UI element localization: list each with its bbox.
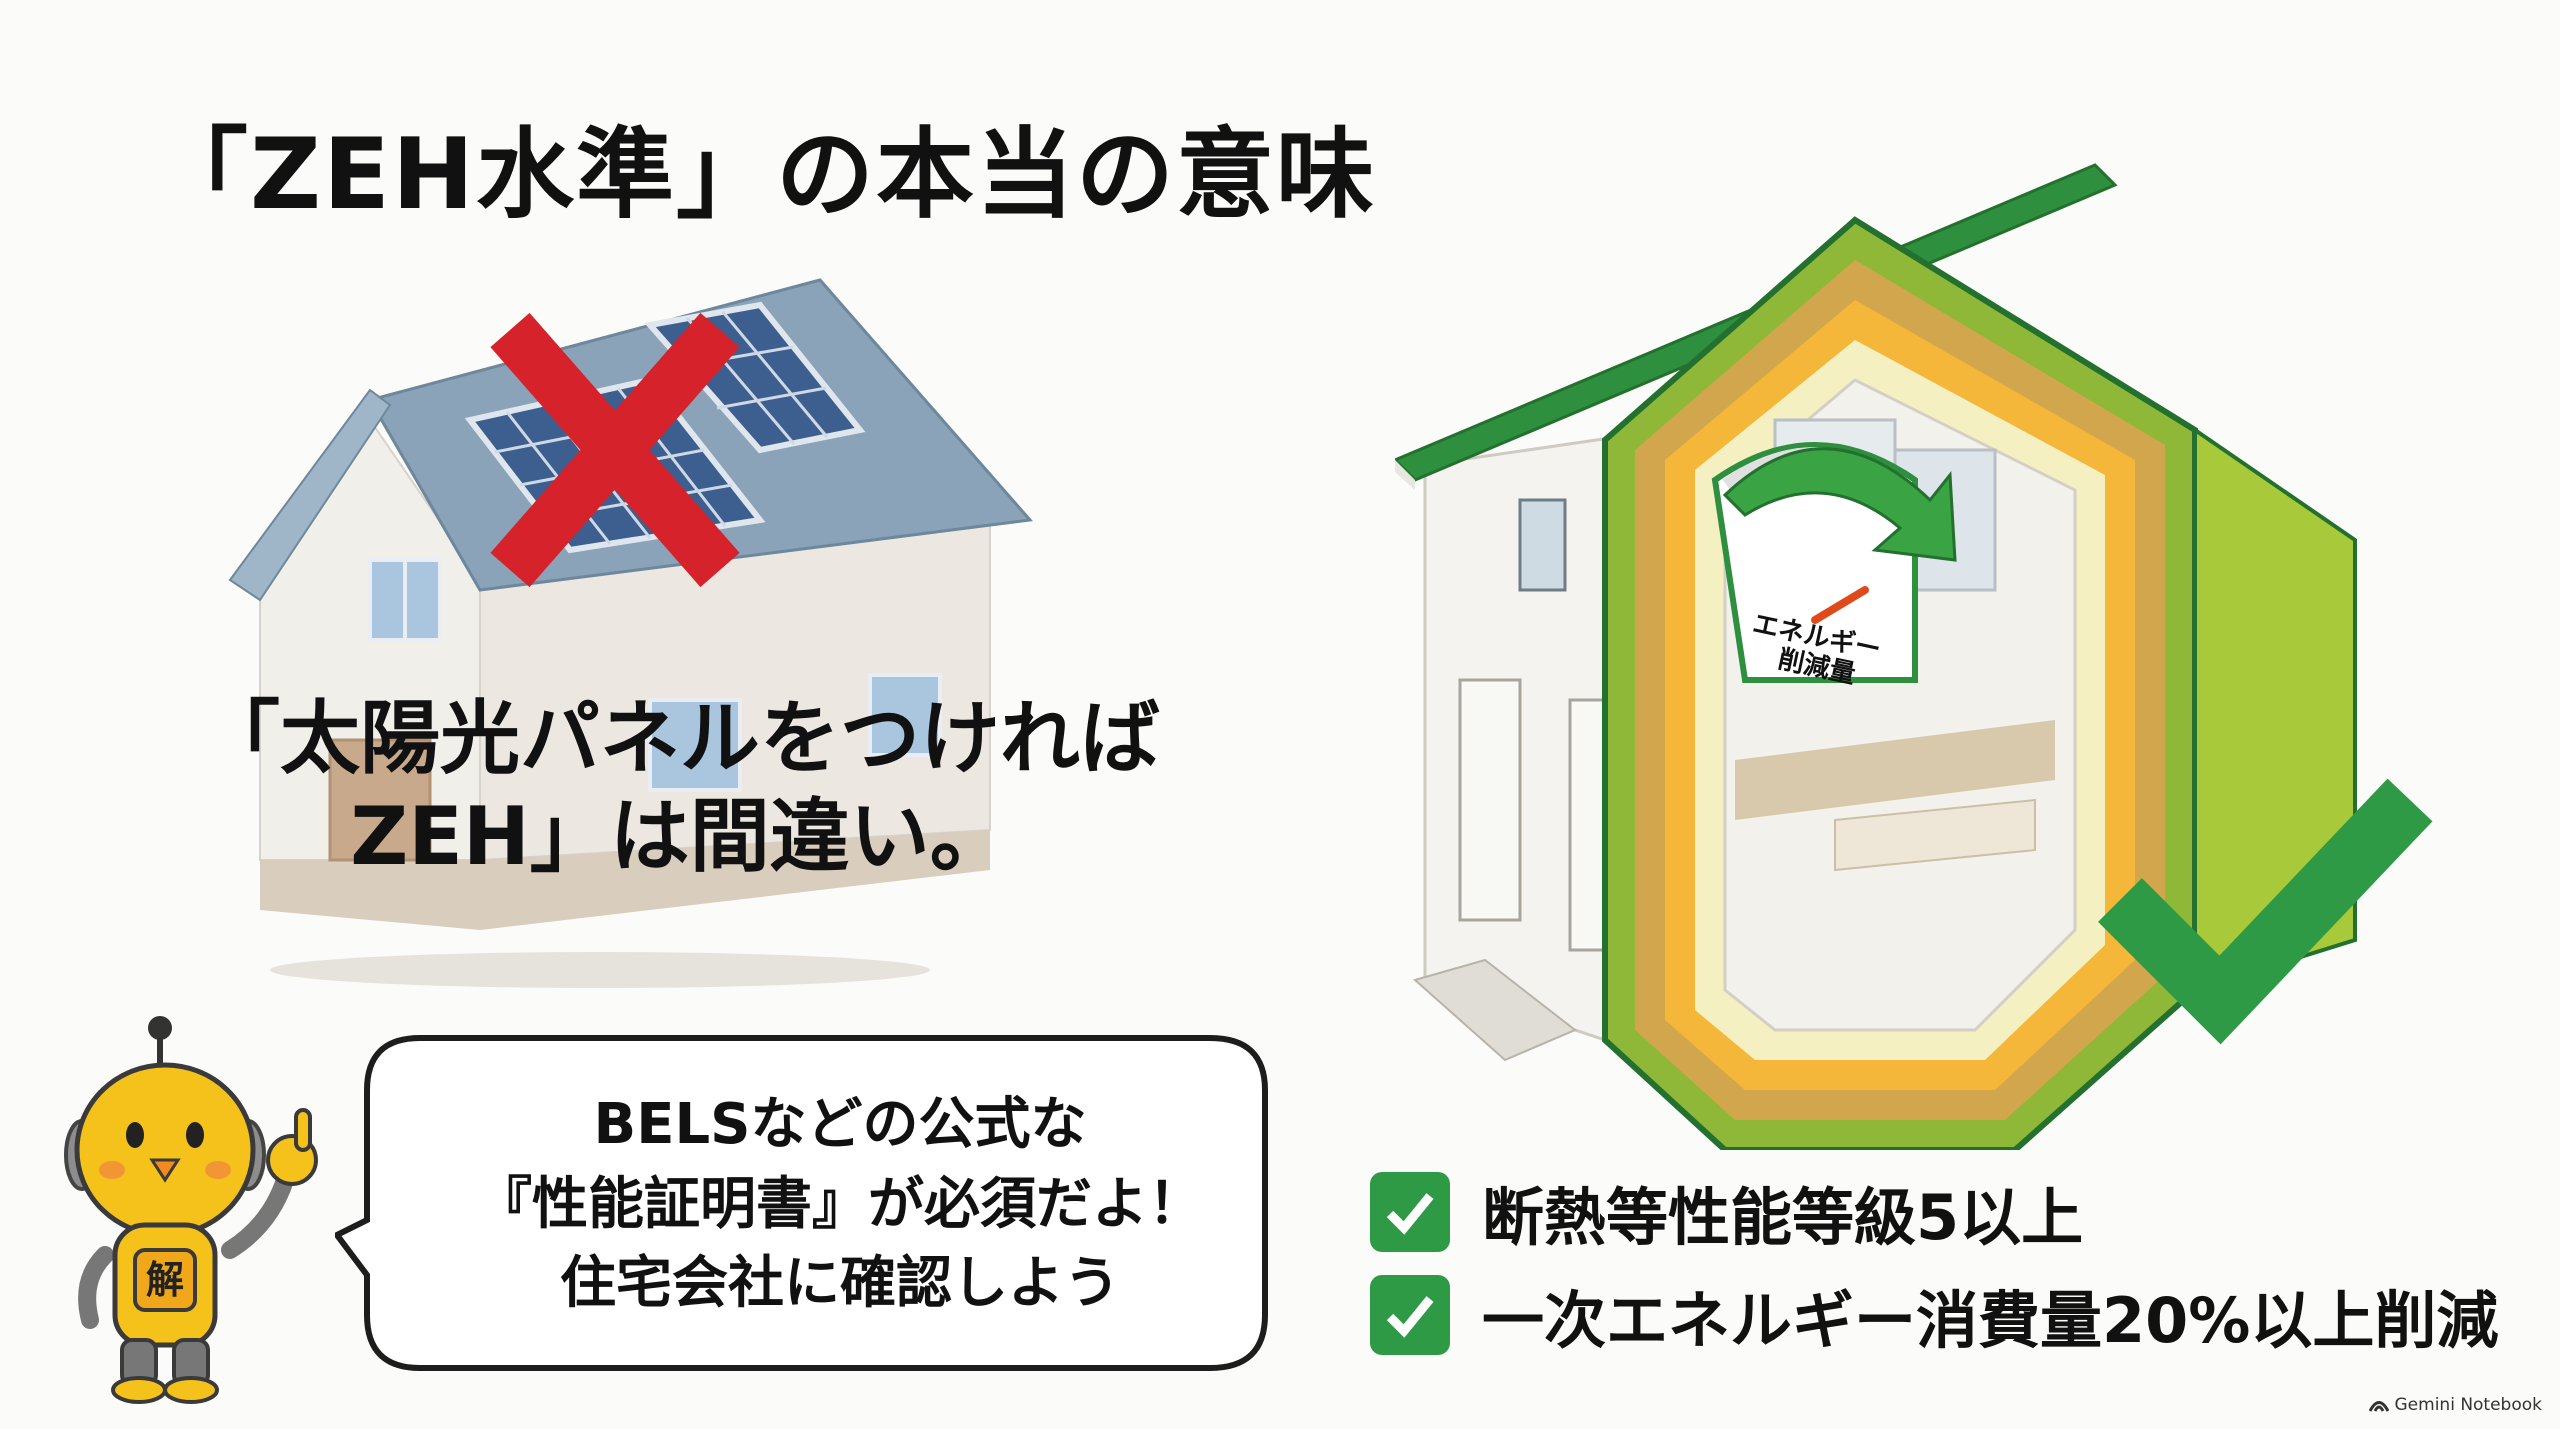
- bubble-line-3: 住宅会社に確認しよう: [560, 1251, 1120, 1317]
- notebook-logo-icon: [2368, 1401, 2389, 1412]
- misconception-line-1: 「太陽光パネルをつければ: [200, 692, 1160, 785]
- energy-meter-icon: エネルギー 削減量: [1711, 442, 1957, 690]
- speech-bubble: [335, 1035, 1268, 1371]
- speech-bubble-text: BELSなどの公式な 『性能証明書』が必須だよ！ 住宅会社に確認しよう: [470, 1085, 1210, 1324]
- criteria-label: 一次エネルギー消費量20%以上削減: [1482, 1284, 2499, 1357]
- solar-house-illustration: [228, 278, 1033, 988]
- checkbox-check-icon: [1370, 1275, 1450, 1355]
- cross-mark-icon: [490, 312, 740, 588]
- bubble-line-2: 『性能証明書』が必須だよ！: [476, 1171, 1204, 1237]
- brand-watermark: Gemini Notebook: [2368, 1395, 2543, 1415]
- bubble-line-1: BELSなどの公式な: [593, 1092, 1087, 1157]
- criteria-item-energy: 一次エネルギー消費量20%以上削減: [1370, 1275, 2498, 1357]
- misconception-line-2: ZEH」は間違い。: [350, 789, 1010, 883]
- check-mark-icon: [2098, 778, 2433, 1045]
- criteria-label: 断熱等性能等級5以上: [1482, 1181, 2084, 1254]
- mascot-character: 解: [64, 1016, 318, 1404]
- brand-label: Gemini Notebook: [2394, 1395, 2543, 1415]
- misconception-statement: 「太陽光パネルをつければ ZEH」は間違い。: [180, 690, 1180, 885]
- criteria-item-insulation: 断熱等性能等級5以上: [1370, 1172, 2083, 1254]
- mascot-badge: 解: [146, 1258, 184, 1302]
- checkbox-check-icon: [1370, 1172, 1450, 1252]
- insulated-house-illustration: エネルギー 削減量: [1395, 163, 2357, 1150]
- page-title: 「ZEH水準」の本当の意味: [150, 118, 1377, 232]
